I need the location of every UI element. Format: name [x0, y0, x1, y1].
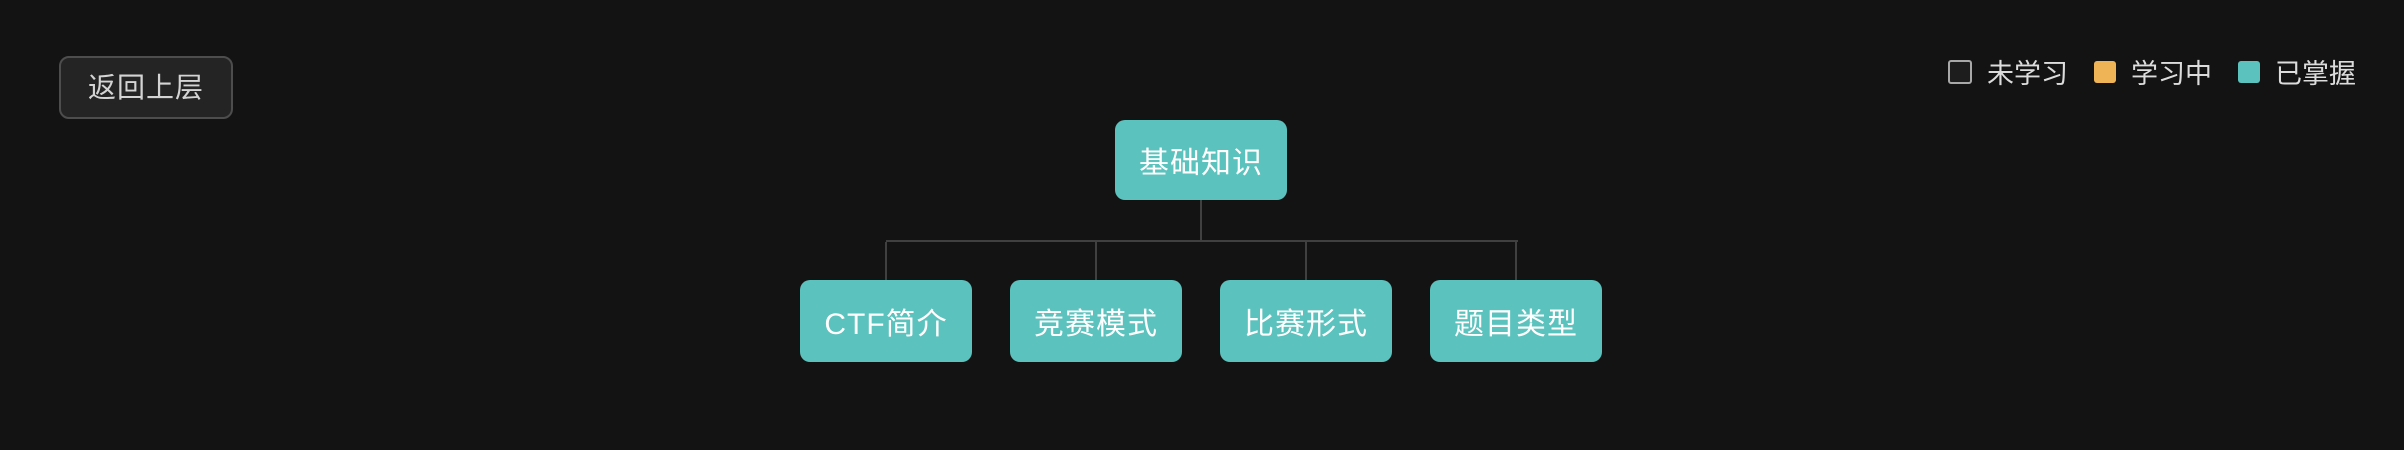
not-learned-swatch-icon	[1948, 59, 1972, 84]
legend-item-mastered: 已掌握	[2238, 52, 2356, 91]
legend-item-not-learned: 未学习	[1948, 52, 2068, 91]
status-legend: 未学习 学习中 已掌握	[1948, 52, 2356, 91]
legend-label-not-learned: 未学习	[1987, 59, 2068, 89]
tree-node-child[interactable]: 竞赛模式	[1010, 280, 1182, 362]
tree-node-child[interactable]: 题目类型	[1430, 280, 1602, 362]
tree-node-child[interactable]: CTF简介	[800, 280, 972, 362]
legend-label-learning: 学习中	[2131, 59, 2212, 89]
connector-drop	[1305, 242, 1307, 280]
legend-label-mastered: 已掌握	[2275, 59, 2356, 89]
knowledge-tree: 基础知识 CTF简介 竞赛模式 比赛形式 题目类型	[800, 120, 1602, 362]
connector-drop	[1095, 242, 1097, 280]
tree-node-child[interactable]: 比赛形式	[1220, 280, 1392, 362]
legend-item-learning: 学习中	[2094, 52, 2212, 91]
mastered-swatch-icon	[2238, 60, 2260, 83]
tree-node-root[interactable]: 基础知识	[1115, 120, 1287, 200]
back-button[interactable]: 返回上层	[59, 56, 234, 119]
learning-swatch-icon	[2094, 60, 2116, 83]
connector-drop	[885, 242, 887, 280]
connector-root-vertical	[1200, 200, 1202, 240]
connector-horizontal	[886, 240, 1518, 242]
connector-drop	[1515, 242, 1517, 280]
